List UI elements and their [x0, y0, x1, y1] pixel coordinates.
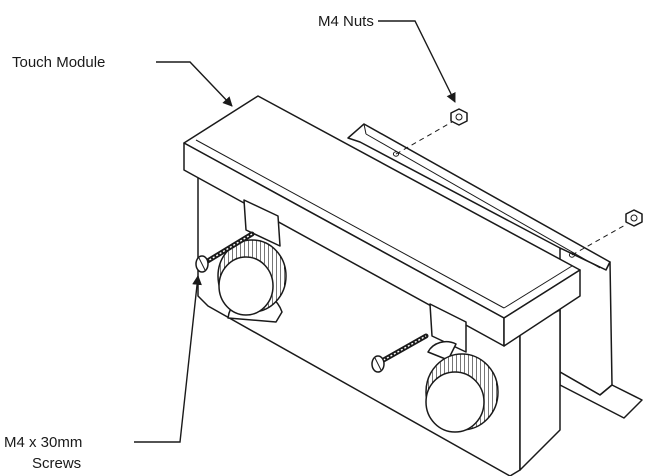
label-m4-nuts: M4 Nuts — [318, 13, 374, 30]
screw-left — [195, 231, 255, 273]
knob-right — [425, 340, 499, 433]
label-screws-line2: Screws — [32, 455, 81, 472]
bracket-hole-lower — [568, 252, 576, 258]
nut-lower — [571, 209, 643, 256]
callout-m4-nuts: M4 Nuts — [318, 13, 456, 103]
label-touch-module: Touch Module — [12, 54, 105, 71]
nut-upper — [395, 108, 468, 155]
touch-module — [183, 95, 581, 476]
knob-left — [217, 239, 287, 323]
label-screws-line1: M4 x 30mm — [4, 434, 82, 451]
slot-left — [243, 199, 281, 247]
callout-screws: M4 x 30mm Screws — [4, 275, 202, 472]
screw-right — [371, 333, 429, 373]
callout-touch-module: Touch Module — [12, 54, 233, 107]
slot-right — [429, 303, 467, 353]
bracket-hole-upper — [392, 151, 400, 157]
